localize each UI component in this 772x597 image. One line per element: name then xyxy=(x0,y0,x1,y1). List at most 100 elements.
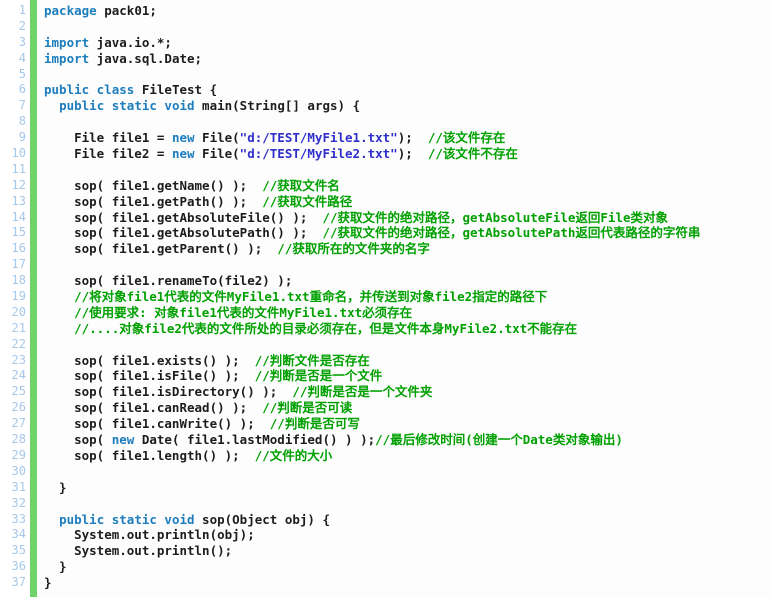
code-line: package pack01; xyxy=(44,3,772,19)
code-line xyxy=(44,337,772,353)
keyword-token: import xyxy=(44,34,90,50)
line-number: 24 xyxy=(11,368,26,383)
keyword-token: public static void xyxy=(59,511,195,527)
code-line: File file2 = new File("d:/TEST/MyFile2.t… xyxy=(44,146,772,162)
line-number: 14 xyxy=(11,209,26,224)
line-number: 18 xyxy=(11,273,26,288)
code-area[interactable]: package pack01; import java.io.*;import j… xyxy=(37,0,772,597)
code-line: public static void main(String[] args) { xyxy=(44,98,772,114)
code-token: sop( file1.getAbsolutePath() ); xyxy=(44,225,323,241)
comment-token: //....对象file2代表的文件所处的目录必须存在，但是文件本身MyFile… xyxy=(74,320,578,336)
line-number: 1 xyxy=(18,3,26,17)
code-line: File file1 = new File("d:/TEST/MyFile1.t… xyxy=(44,130,772,146)
code-token: java.sql.Date; xyxy=(89,50,203,66)
code-line: System.out.println(); xyxy=(44,543,772,559)
code-token: FileTest { xyxy=(134,82,218,98)
code-token: sop( file1.isDirectory() ); xyxy=(44,384,293,400)
code-line: sop( file1.length() ); //文件的大小 xyxy=(44,448,772,464)
line-number: 7 xyxy=(18,98,26,113)
comment-token: //将对象file1代表的文件MyFile1.txt重命名，并传送到对象file… xyxy=(74,289,548,305)
comment-token: //文件的大小 xyxy=(254,447,333,463)
line-number: 4 xyxy=(18,50,26,65)
code-line xyxy=(44,67,772,83)
code-line: } xyxy=(44,480,772,496)
comment-token: //判断文件是否存在 xyxy=(254,352,370,368)
comment-token: //判断是否是一个文件 xyxy=(254,368,383,384)
comment-token: //最后修改时间(创建一个Date类对象输出) xyxy=(375,432,623,448)
code-token: File file1 = xyxy=(44,130,172,146)
line-number: 9 xyxy=(18,130,26,145)
line-number: 15 xyxy=(11,225,26,240)
code-line: sop( new Date( file1.lastModified() ) );… xyxy=(44,432,772,448)
comment-token: //判断是否可写 xyxy=(269,416,360,432)
line-number: 3 xyxy=(18,34,26,49)
comment-token: //获取文件的绝对路径，getAbsolutePath返回代表路径的字符串 xyxy=(322,225,701,241)
code-line: sop( file1.exists() ); //判断文件是否存在 xyxy=(44,353,772,369)
code-line: sop( file1.getAbsoluteFile() ); //获取文件的绝… xyxy=(44,210,772,226)
line-number: 35 xyxy=(11,543,26,558)
line-number: 33 xyxy=(11,511,26,526)
code-token: } xyxy=(44,559,67,575)
code-line: //....对象file2代表的文件所处的目录必须存在，但是文件本身MyFile… xyxy=(44,321,772,337)
code-line: sop( file1.getAbsolutePath() ); //获取文件的绝… xyxy=(44,225,772,241)
code-token xyxy=(44,321,74,336)
code-line: import java.sql.Date; xyxy=(44,51,772,67)
code-line: sop( file1.canWrite() ); //判断是否可写 xyxy=(44,416,772,432)
code-token: sop( file1.exists() ); xyxy=(44,352,255,368)
keyword-token: new xyxy=(171,146,195,162)
line-number: 5 xyxy=(18,66,26,81)
line-number: 19 xyxy=(11,289,26,304)
code-line xyxy=(44,162,772,178)
code-token: File( xyxy=(194,146,240,162)
code-line: } xyxy=(44,559,772,575)
code-token: java.io.*; xyxy=(89,34,172,50)
line-number: 12 xyxy=(11,177,26,192)
line-number: 8 xyxy=(18,114,26,129)
code-line: sop( file1.getName() ); //获取文件名 xyxy=(44,178,772,194)
comment-token: //该文件不存在 xyxy=(427,146,518,162)
code-token: sop( file1.getParent() ); xyxy=(44,241,278,257)
code-token: } xyxy=(44,479,67,495)
keyword-token: public static void xyxy=(59,98,195,114)
code-token: } xyxy=(44,575,52,591)
line-number: 31 xyxy=(11,479,26,494)
code-line: public static void sop(Object obj) { xyxy=(44,512,772,528)
code-token: File( xyxy=(194,130,240,146)
gutter-separator-bar xyxy=(30,0,37,597)
line-number: 36 xyxy=(11,559,26,574)
line-number: 22 xyxy=(11,336,26,351)
code-token: Date( file1.lastModified() ) ); xyxy=(134,432,376,448)
code-token xyxy=(44,305,74,320)
keyword-token: new xyxy=(171,130,195,146)
code-line xyxy=(44,19,772,35)
line-number: 32 xyxy=(11,495,26,510)
code-line: sop( file1.canRead() ); //判断是否可读 xyxy=(44,400,772,416)
code-token xyxy=(44,98,59,113)
line-number: 25 xyxy=(11,384,26,399)
code-line xyxy=(44,464,772,480)
line-number: 10 xyxy=(11,146,26,161)
code-token: sop( file1.canRead() ); xyxy=(44,400,263,416)
keyword-token: import xyxy=(44,50,90,66)
code-token: sop(Object obj) { xyxy=(194,511,330,527)
code-token: sop( file1.isFile() ); xyxy=(44,368,255,384)
code-token: main(String[] args) { xyxy=(194,98,361,114)
code-token: sop( file1.renameTo(file2) ); xyxy=(44,273,293,289)
code-line: sop( file1.getParent() ); //获取所在的文件夹的名字 xyxy=(44,241,772,257)
comment-token: //获取所在的文件夹的名字 xyxy=(277,241,430,257)
comment-token: //该文件存在 xyxy=(427,130,506,146)
code-token: sop( xyxy=(44,432,112,448)
keyword-token: new xyxy=(111,432,135,448)
code-line: sop( file1.isFile() ); //判断是否是一个文件 xyxy=(44,368,772,384)
comment-token: //判断是否是一个文件夹 xyxy=(292,384,433,400)
keyword-token: package xyxy=(44,3,97,18)
string-token: "d:/TEST/MyFile2.txt" xyxy=(239,146,398,162)
line-number: 29 xyxy=(11,447,26,462)
line-number: 34 xyxy=(11,527,26,542)
code-token: ); xyxy=(397,146,428,162)
line-number: 6 xyxy=(18,82,26,97)
line-number: 2 xyxy=(18,18,26,33)
code-line xyxy=(44,114,772,130)
line-number: 30 xyxy=(11,463,26,478)
